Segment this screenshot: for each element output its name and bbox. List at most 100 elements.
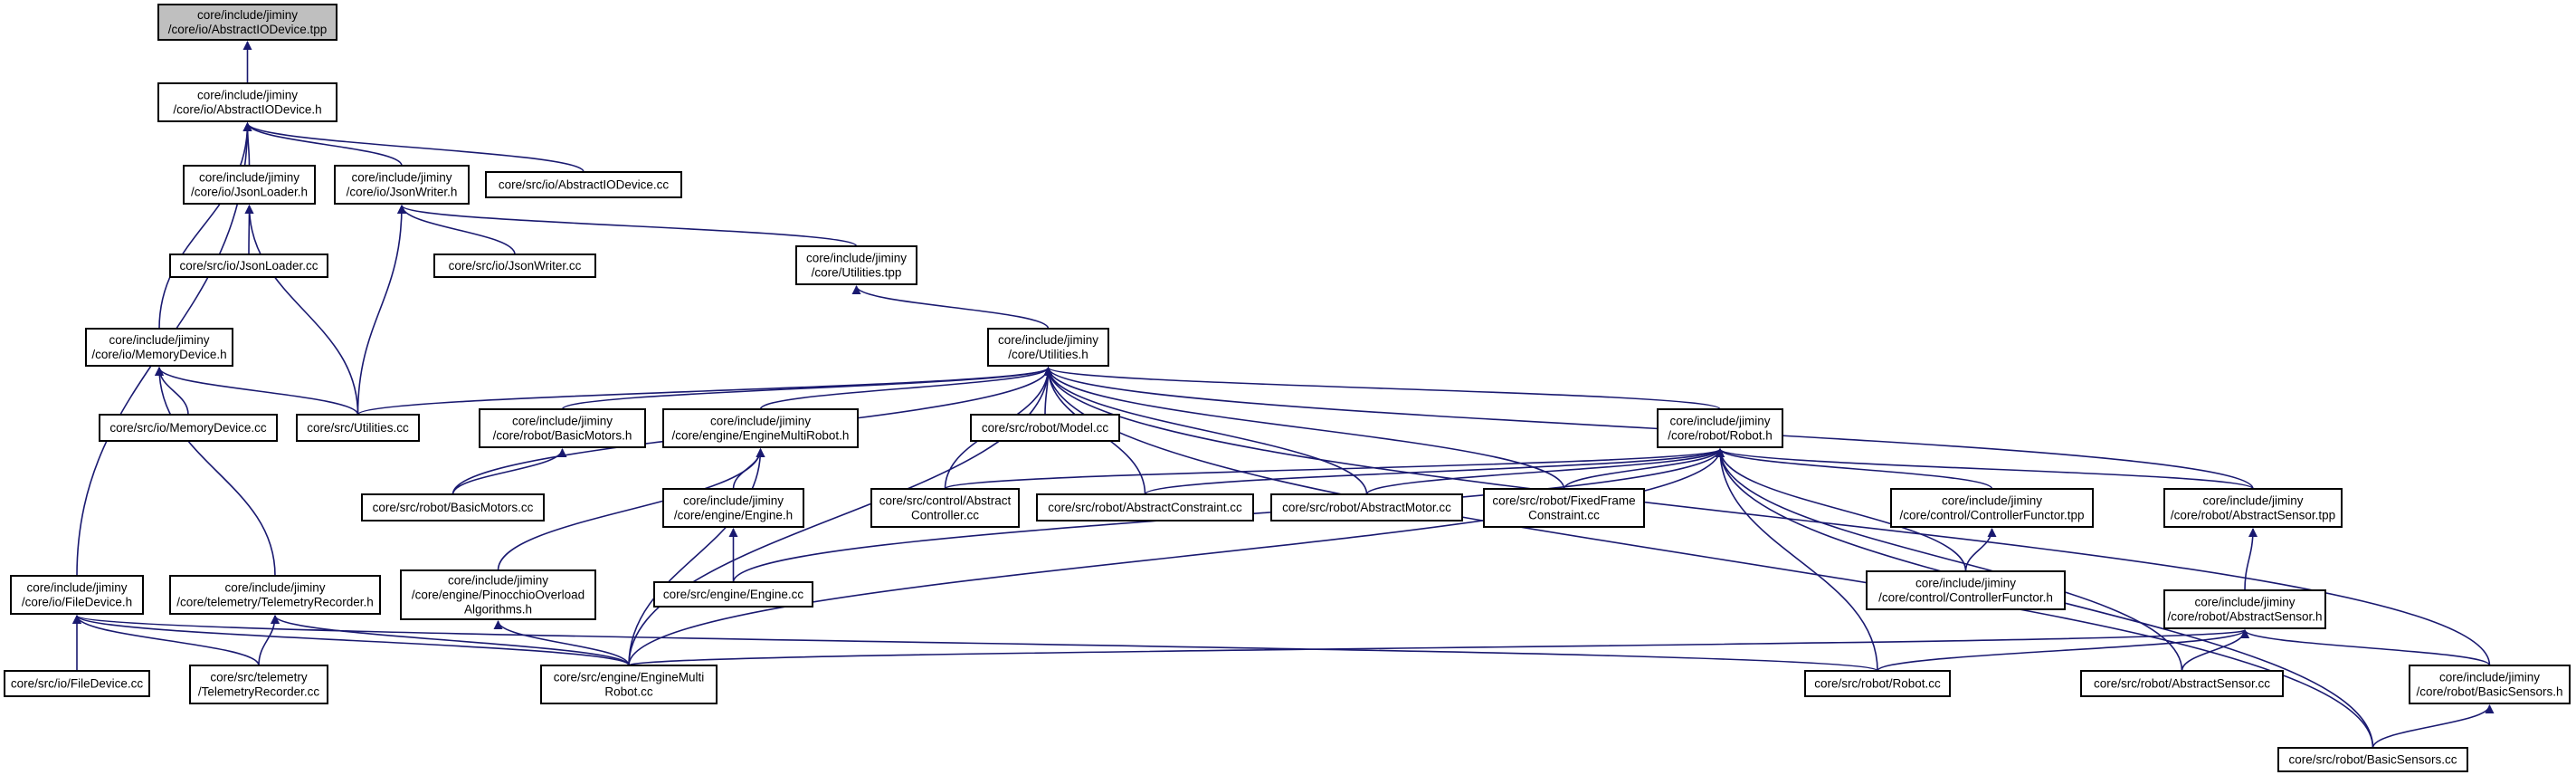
node-label-line: core/src/robot/Model.cc — [982, 421, 1109, 435]
node-box — [662, 488, 804, 528]
node-label-line: core/include/jiminy — [199, 170, 299, 184]
node-core-include-jiminy-core-io-jsonloader-h[interactable]: core/include/jiminy/core/io/JsonLoader.h — [183, 165, 316, 205]
node-core-include-jiminy-core-io-memorydevice-h[interactable]: core/include/jiminy/core/io/MemoryDevice… — [85, 328, 233, 367]
edge-arrow — [628, 629, 2249, 666]
node-label-line: core/include/jiminy — [26, 580, 127, 594]
edge-arrow — [561, 367, 1053, 410]
node-label-line: core/include/jiminy — [2194, 595, 2295, 608]
node-label-line: core/include/jiminy — [197, 88, 298, 101]
edge-arrow — [397, 205, 516, 255]
node-box — [169, 575, 381, 615]
edge-arrow — [944, 448, 1725, 490]
node-box — [361, 493, 545, 521]
edge-n3-n6 — [397, 205, 516, 255]
edge-arrow — [72, 615, 630, 666]
node-core-src-robot-abstractconstraint-cc[interactable]: core/src/robot/AbstractConstraint.cc — [1036, 493, 1254, 521]
edge-n15-n20 — [1365, 448, 1725, 495]
node-core-src-io-abstractiodevice-cc[interactable]: core/src/io/AbstractIODevice.cc — [485, 171, 682, 198]
node-label-line: /core/Utilities.h — [1008, 348, 1088, 361]
edge-arrow — [244, 205, 359, 416]
edge-n28-n33 — [72, 615, 1878, 672]
node-box — [2163, 589, 2326, 629]
node-label-line: /core/io/AbstractIODevice.h — [173, 102, 321, 116]
node-core-include-jiminy-core-robot-robot-h[interactable]: core/include/jiminy/core/robot/Robot.h — [1657, 408, 1783, 448]
node-label-line: /core/io/FileDevice.h — [22, 595, 132, 608]
edge-arrow — [2372, 704, 2495, 749]
node-label-line: /core/engine/EngineMultiRobot.h — [672, 428, 850, 442]
edge-arrow — [1043, 367, 2491, 666]
node-box — [485, 171, 682, 198]
node-label-line: core/include/jiminy — [109, 333, 209, 347]
node-box — [296, 414, 420, 442]
node-label-line: core/include/jiminy — [351, 170, 452, 184]
node-label-line: core/src/control/Abstract — [879, 493, 1012, 507]
node-core-include-jiminy-core-telemetry-telemetryrecorder-h[interactable]: core/include/jiminy/core/telemetry/Telem… — [169, 575, 381, 615]
node-core-src-io-jsonwriter-cc[interactable]: core/src/io/JsonWriter.cc — [433, 254, 596, 278]
node-box — [662, 408, 859, 448]
node-core-include-jiminy-core-robot-basicmotors-h[interactable]: core/include/jiminy/core/robot/BasicMoto… — [479, 408, 646, 448]
node-label-line: core/include/jiminy — [806, 251, 907, 264]
node-core-src-robot-basicmotors-cc[interactable]: core/src/robot/BasicMotors.cc — [361, 493, 545, 521]
node-box — [1804, 670, 1951, 697]
node-label-line: core/src/io/FileDevice.cc — [11, 676, 144, 690]
edge-arrow — [1043, 367, 1721, 410]
node-label-line: core/include/jiminy — [448, 573, 548, 587]
node-core-include-jiminy-core-robot-abstractsensor-tpp[interactable]: core/include/jiminy/core/robot/AbstractS… — [2163, 488, 2343, 528]
node-core-include-jiminy-core-robot-basicsensors-h[interactable]: core/include/jiminy/core/robot/BasicSens… — [2409, 665, 2571, 704]
node-label-line: core/include/jiminy — [710, 414, 811, 427]
edge-n9-n12 — [561, 367, 1053, 410]
node-core-src-robot-abstractsensor-cc[interactable]: core/src/robot/AbstractSensor.cc — [2080, 670, 2284, 697]
edge-arrow — [271, 615, 630, 666]
edge-n27-n32 — [628, 629, 2249, 666]
node-core-include-jiminy-core-io-jsonwriter-h[interactable]: core/include/jiminy/core/io/JsonWriter.h — [334, 165, 470, 205]
node-core-include-jiminy-core-engine-engine-h[interactable]: core/include/jiminy/core/engine/Engine.h — [662, 488, 804, 528]
node-label-line: /core/telemetry/TelemetryRecorder.h — [176, 595, 374, 608]
edge-n13-n32 — [628, 448, 765, 666]
node-core-src-telemetry-telemetryrecorder-cc[interactable]: core/src/telemetry/TelemetryRecorder.cc — [189, 665, 328, 704]
edge-n15-n21 — [1563, 448, 1725, 490]
edge-arrow — [155, 367, 189, 416]
node-core-src-utilities-cc[interactable]: core/src/Utilities.cc — [296, 414, 420, 442]
node-core-src-io-memorydevice-cc[interactable]: core/src/io/MemoryDevice.cc — [99, 414, 278, 442]
node-core-include-jiminy-core-control-controllerfunctor-tpp[interactable]: core/include/jiminy/core/control/Control… — [1890, 488, 2094, 528]
node-label-line: /core/robot/BasicMotors.h — [493, 428, 632, 442]
edge-n23-n27 — [2244, 528, 2258, 591]
node-label-line: core/src/Utilities.cc — [307, 421, 409, 435]
edge-n3-n11 — [356, 205, 406, 416]
edge-arrow — [452, 448, 567, 495]
edge-arrow — [1563, 448, 1725, 490]
node-core-include-jiminy-core-engine-pinocchiooverload-algorithms-h[interactable]: core/include/jiminy/core/engine/Pinocchi… — [400, 569, 596, 620]
node-core-include-jiminy-core-io-filedevice-h[interactable]: core/include/jiminy/core/io/FileDevice.h — [10, 575, 144, 615]
node-core-src-io-jsonloader-cc[interactable]: core/src/io/JsonLoader.cc — [169, 254, 328, 278]
node-core-src-engine-enginemulti-robot-cc[interactable]: core/src/engine/EngineMultiRobot.cc — [540, 665, 718, 704]
node-box — [1036, 493, 1254, 521]
node-core-include-jiminy-core-io-abstractiodevice-h[interactable]: core/include/jiminy/core/io/AbstractIODe… — [157, 82, 337, 122]
node-core-include-jiminy-core-robot-abstractsensor-h[interactable]: core/include/jiminy/core/robot/AbstractS… — [2163, 589, 2326, 629]
edge-n1-n3 — [242, 122, 403, 167]
node-core-src-io-filedevice-cc[interactable]: core/src/io/FileDevice.cc — [4, 670, 150, 697]
node-label-line: core/include/jiminy — [224, 580, 325, 594]
node-core-src-robot-robot-cc[interactable]: core/src/robot/Robot.cc — [1804, 670, 1951, 697]
node-label-line: core/src/robot/Robot.cc — [1814, 676, 1941, 690]
node-box — [169, 254, 328, 278]
edge-n15-n34 — [1716, 448, 2183, 672]
edge-n8-n11 — [155, 367, 359, 416]
node-core-include-jiminy-core-utilities-h[interactable]: core/include/jiminy/core/Utilities.h — [987, 328, 1109, 367]
node-core-src-robot-abstractmotor-cc[interactable]: core/src/robot/AbstractMotor.cc — [1270, 493, 1463, 521]
node-box — [85, 328, 233, 367]
node-core-src-engine-engine-cc[interactable]: core/src/engine/Engine.cc — [653, 581, 813, 608]
edge-n9-n23 — [1043, 367, 2254, 490]
edge-n9-n35 — [1043, 367, 2491, 666]
node-core-include-jiminy-core-utilities-tpp[interactable]: core/include/jiminy/core/Utilities.tpp — [795, 245, 917, 285]
node-core-src-robot-model-cc[interactable]: core/src/robot/Model.cc — [970, 414, 1120, 442]
node-box — [1483, 488, 1645, 528]
edge-arrow — [242, 122, 585, 173]
node-core-include-jiminy-core-control-controllerfunctor-h[interactable]: core/include/jiminy/core/control/Control… — [1866, 570, 2066, 610]
edge-n2-n11 — [244, 205, 359, 416]
node-box — [157, 82, 337, 122]
node-label-line: /core/control/ControllerFunctor.tpp — [1899, 508, 2084, 521]
node-core-include-jiminy-core-engine-enginemultirobot-h[interactable]: core/include/jiminy/core/engine/EngineMu… — [662, 408, 859, 448]
node-core-src-robot-basicsensors-cc[interactable]: core/src/robot/BasicSensors.cc — [2277, 747, 2468, 772]
